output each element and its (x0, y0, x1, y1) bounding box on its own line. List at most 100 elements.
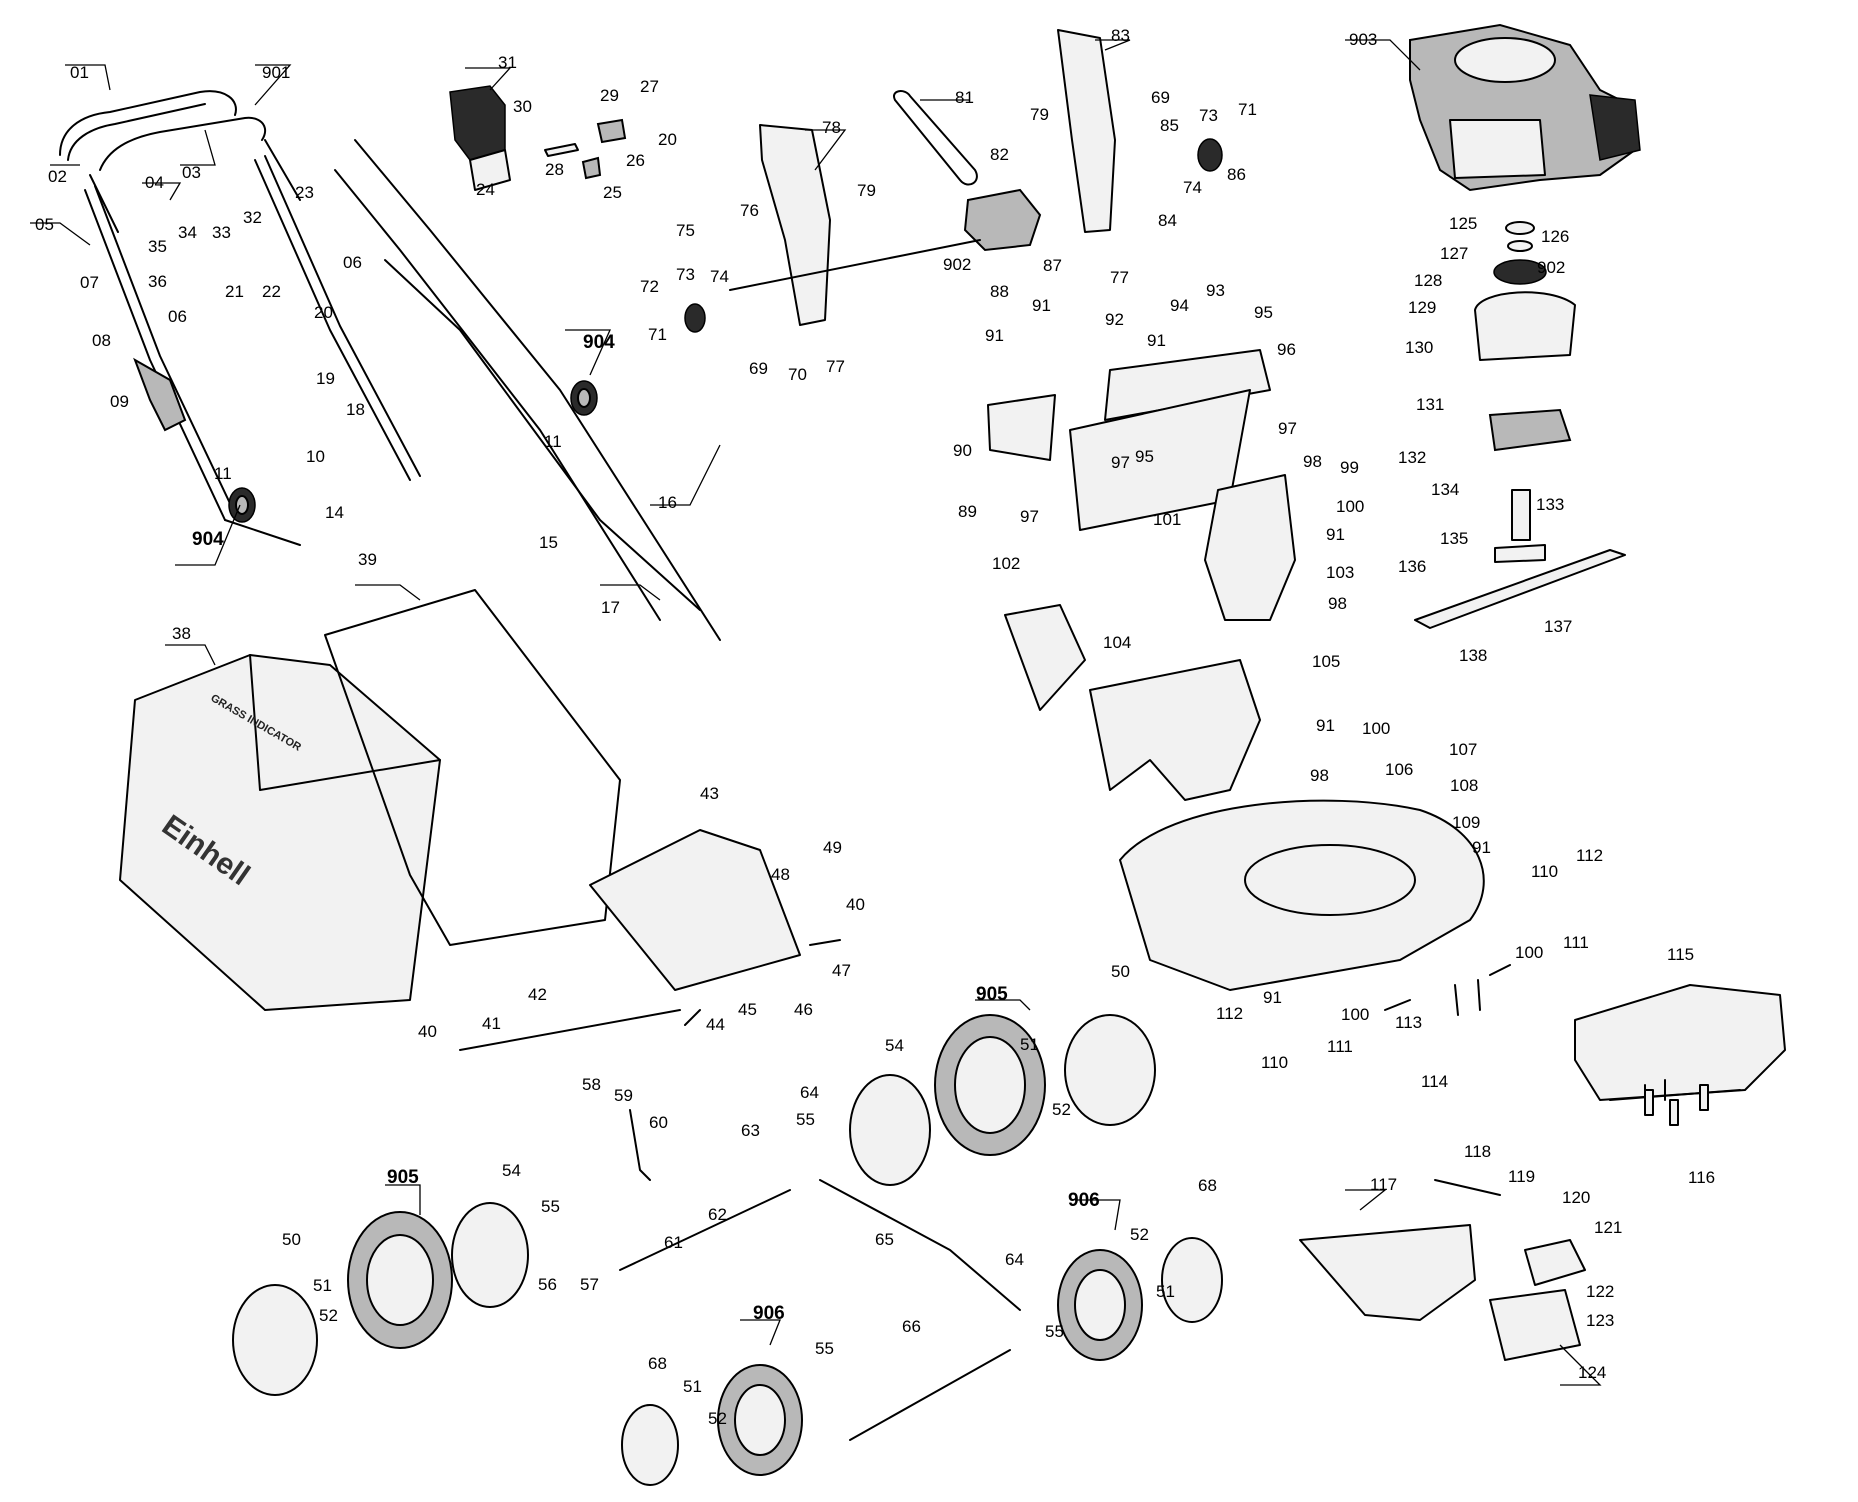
callout-111b: 111 (1327, 1037, 1353, 1056)
callout-93: 93 (1206, 281, 1225, 300)
callout-69b: 69 (1151, 88, 1170, 107)
callout-11a: 11 (214, 464, 232, 483)
callout-112b: 112 (1216, 1004, 1243, 1023)
callout-57: 57 (580, 1275, 599, 1294)
callout-61: 61 (664, 1233, 683, 1252)
height-adjust-springs (1384, 964, 1511, 1011)
callout-55c: 55 (1045, 1322, 1064, 1341)
callout-111a: 111 (1563, 933, 1589, 952)
rear-hubcap-right (232, 1284, 318, 1396)
callout-129: 129 (1408, 298, 1436, 317)
callout-100d: 100 (1341, 1005, 1369, 1024)
callout-14: 14 (325, 503, 344, 522)
callout-902b: 902 (1537, 258, 1565, 277)
callout-52b: 52 (319, 1306, 338, 1325)
callout-58: 58 (582, 1075, 601, 1094)
callout-87: 87 (1043, 256, 1062, 275)
leader-lines (30, 39, 1602, 1386)
callout-54b: 54 (502, 1161, 521, 1180)
callout-86: 86 (1227, 165, 1246, 184)
callout-26: 26 (626, 151, 645, 170)
callout-20b: 20 (658, 130, 677, 149)
side-discharge-chute (1489, 1289, 1581, 1361)
callout-100a: 100 (1336, 497, 1364, 516)
callout-60: 60 (649, 1113, 668, 1132)
callout-25: 25 (603, 183, 622, 202)
callout-91a: 91 (1032, 296, 1051, 315)
callout-66: 66 (902, 1317, 921, 1336)
callout-119: 119 (1508, 1167, 1535, 1186)
callout-01: 01 (70, 63, 89, 82)
callout-905b: 905 (387, 1167, 419, 1188)
callout-22: 22 (262, 282, 281, 301)
flap-rod (1434, 1179, 1501, 1196)
height-adjust-lever (629, 1109, 651, 1181)
callout-90: 90 (953, 441, 972, 460)
front-cover (1574, 984, 1786, 1101)
handle-clamp-lever (133, 357, 187, 432)
callout-128: 128 (1414, 271, 1442, 290)
callout-63: 63 (741, 1121, 760, 1140)
callout-64a: 64 (800, 1083, 819, 1102)
callout-95b: 95 (1135, 447, 1154, 466)
callout-18: 18 (346, 400, 365, 419)
callout-113: 113 (1395, 1013, 1422, 1032)
callout-102: 102 (992, 554, 1020, 573)
callout-76: 76 (740, 201, 759, 220)
callout-68b: 68 (648, 1354, 667, 1373)
callout-74b: 74 (1183, 178, 1202, 197)
callout-91b: 91 (985, 326, 1004, 345)
callout-108: 108 (1450, 776, 1478, 795)
callout-136: 136 (1398, 557, 1426, 576)
callout-98c: 98 (1310, 766, 1329, 785)
callout-40a: 40 (846, 895, 865, 914)
grass-bag-frame (324, 589, 621, 946)
flap-axle (459, 1009, 681, 1051)
callout-95a: 95 (1254, 303, 1273, 322)
callout-28: 28 (545, 160, 564, 179)
callout-127: 127 (1440, 244, 1468, 263)
callout-09: 09 (110, 392, 129, 411)
callout-44: 44 (706, 1015, 725, 1034)
callout-114: 114 (1421, 1072, 1448, 1091)
side-discharge-flap (1524, 1239, 1586, 1286)
rear-flap (987, 394, 1056, 461)
callout-41: 41 (482, 1014, 501, 1033)
callout-101: 101 (1153, 510, 1181, 529)
callout-109: 109 (1452, 813, 1480, 832)
callout-32: 32 (243, 208, 262, 227)
cable-set (334, 139, 721, 641)
callout-138: 138 (1459, 646, 1487, 665)
callout-131: 131 (1416, 395, 1444, 414)
callout-69a: 69 (749, 359, 768, 378)
front-wheel-left (717, 1364, 803, 1476)
callout-85: 85 (1160, 116, 1179, 135)
callout-98b: 98 (1328, 594, 1347, 613)
mower-deck (1119, 799, 1485, 991)
callout-107: 107 (1449, 740, 1477, 759)
callout-106: 106 (1385, 760, 1413, 779)
callout-52d: 52 (708, 1409, 727, 1428)
callout-27: 27 (640, 77, 659, 96)
callout-905a: 905 (976, 984, 1008, 1005)
callout-numbers: 01 901 02 03 04 05 34 33 32 35 36 21 22 … (35, 26, 1715, 1428)
callout-97c: 97 (1020, 507, 1039, 526)
callout-901: 901 (262, 63, 290, 82)
callout-83: 83 (1111, 26, 1130, 45)
callout-42: 42 (528, 985, 547, 1004)
callout-96: 96 (1277, 340, 1296, 359)
callout-23: 23 (295, 183, 314, 202)
callout-05: 05 (35, 215, 54, 234)
callout-79b: 79 (1030, 105, 1049, 124)
callout-132: 132 (1398, 448, 1426, 467)
handle-fixing-wheel-lower (228, 487, 256, 523)
chute-frame (1089, 659, 1261, 801)
callout-50a: 50 (1111, 962, 1130, 981)
callout-52c: 52 (1130, 1225, 1149, 1244)
callout-51a: 51 (1020, 1035, 1039, 1054)
callout-906a: 906 (1068, 1190, 1100, 1211)
lower-handle-tubes (84, 155, 421, 546)
callout-52a: 52 (1052, 1100, 1071, 1119)
callout-15: 15 (539, 533, 558, 552)
